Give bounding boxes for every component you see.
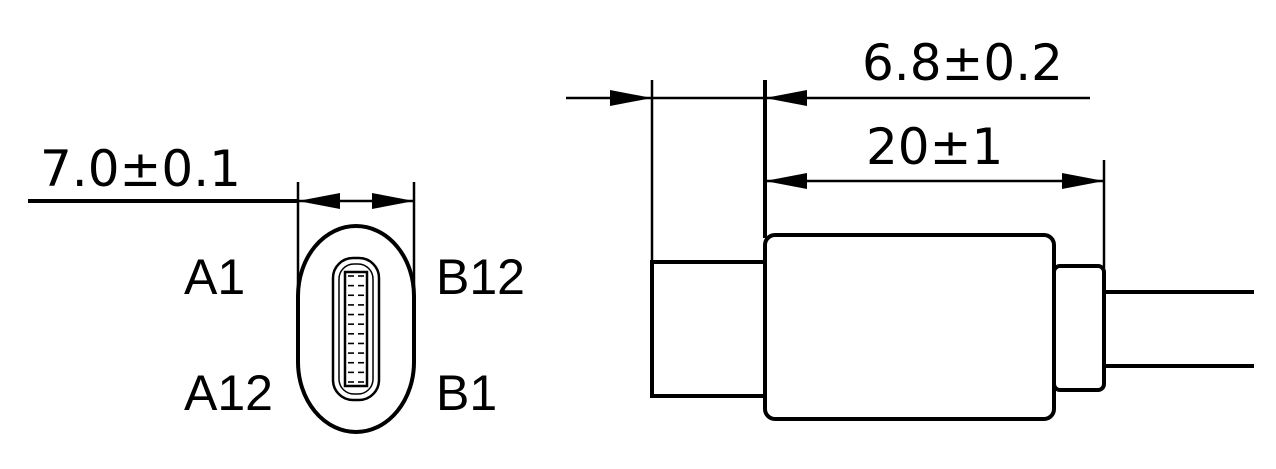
pin-label-b12: B12 [436,249,525,305]
connector-front-view: 7.0±0.1 A1 A12 B12 B1 [28,140,525,434]
width-arrow-left [298,193,340,209]
pin-label-a12: A12 [184,365,273,421]
width-dimension-label: 7.0±0.1 [40,140,241,198]
overmold-arrow-right [1062,173,1104,189]
cable-side-view: 6.8±0.2 20±1 [566,34,1254,421]
contact-tongue [343,270,369,388]
connector-shell [296,224,416,434]
overmold-dimension-label: 20±1 [866,118,1003,176]
width-arrow-right [372,193,414,209]
pin-label-b1: B1 [436,365,497,421]
plug-shell [650,260,765,398]
receptacle-opening [331,256,381,402]
strain-relief [1052,264,1106,392]
receptacle-inner [338,263,374,395]
plug-arrow-left [610,90,652,106]
overmold-body [763,233,1056,421]
plug-arrow-right [765,90,807,106]
overmold-arrow-left [765,173,807,189]
pin-label-a1: A1 [184,249,245,305]
contact-pins [348,275,364,383]
plug-dimension-label: 6.8±0.2 [862,34,1063,92]
